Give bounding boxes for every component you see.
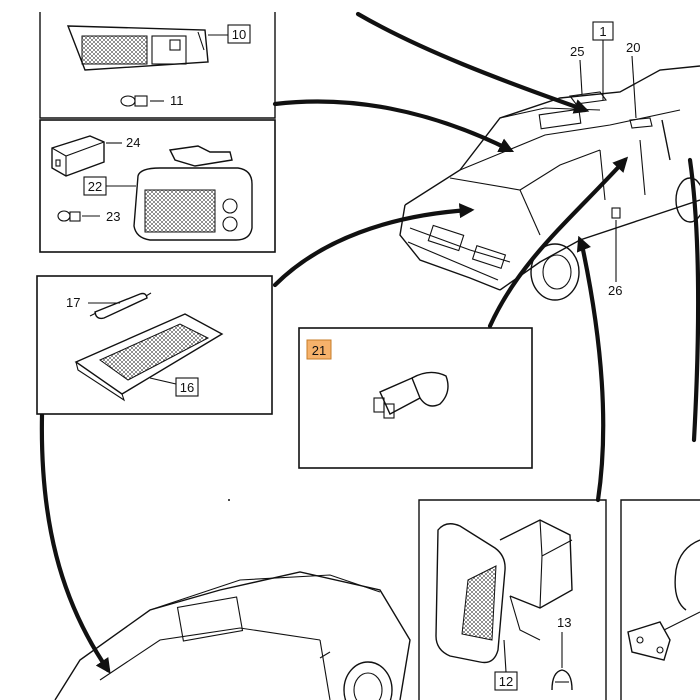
part-label-1: 1 (599, 24, 606, 39)
panel-bottom-right (620, 499, 700, 700)
dome-light-housing (66, 25, 209, 71)
festoon-bulb-17 (89, 292, 152, 320)
control-module-24 (51, 135, 105, 177)
panel-reading-light: 24 22 23 (39, 119, 276, 253)
part-label-10: 10 (232, 27, 246, 42)
sedan-illustration (399, 65, 700, 301)
bulb-13 (551, 669, 573, 691)
panel-bulb-21: 21 (298, 327, 533, 469)
part-label-16: 16 (180, 380, 194, 395)
part-label-24: 24 (126, 135, 140, 150)
panel-side-marker: 12 13 (418, 499, 607, 700)
panel-courtesy-light: 17 16 (36, 275, 273, 415)
part-label-23: 23 (106, 209, 120, 224)
courtesy-lamp-lens-16 (74, 313, 224, 402)
panel-dome-light: 10 11 (39, 12, 276, 119)
part-label-22: 22 (88, 179, 102, 194)
bulb-11 (120, 95, 164, 107)
bulb-23 (57, 210, 100, 222)
reading-lamp-22 (133, 145, 253, 241)
part-label-12: 12 (499, 674, 513, 689)
part-label-13: 13 (557, 615, 571, 630)
wedge-bulb-21 (373, 371, 449, 419)
side-marker-lamp-12 (435, 519, 573, 664)
estate-car-illustration (54, 571, 411, 700)
part-label-21: 21 (312, 343, 326, 358)
part-label-17: 17 (66, 295, 80, 310)
part-label-11: 11 (170, 93, 184, 108)
part-label-25: 25 (570, 44, 584, 59)
part-label-26: 26 (608, 283, 622, 298)
part-label-20: 20 (626, 40, 640, 55)
connector-arrows (39, 11, 700, 674)
